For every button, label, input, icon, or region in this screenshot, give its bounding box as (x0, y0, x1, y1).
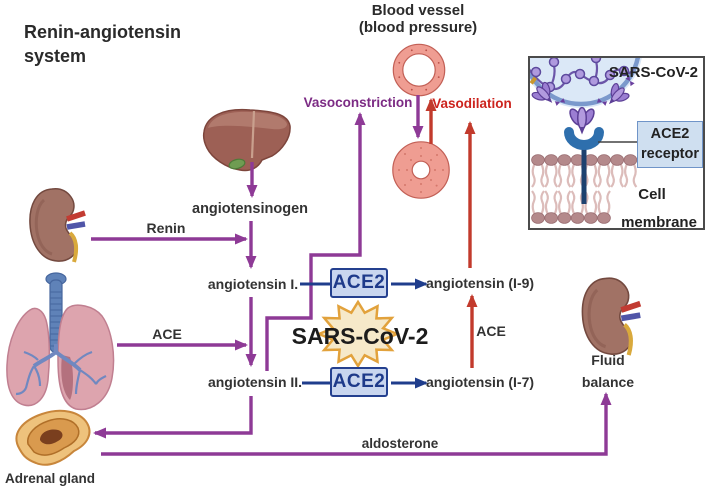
angiotensin-1-9-label: angiotensin (I-9) (425, 275, 535, 291)
ace2-receptor-label: ACE2 receptor (637, 121, 703, 168)
aldosterone-label: aldosterone (361, 436, 439, 451)
fluid-balance-label: Fluid balance (582, 350, 634, 393)
blood-vessel-constricted (392, 141, 450, 199)
sars-cov-2-label: SARS-CoV-2 (291, 323, 429, 349)
cell-membrane-label-line2: membrane (621, 214, 697, 230)
angiotensin-1-7-label: angiotensin (I-7) (425, 374, 535, 390)
inset-sars-cov-2-label: SARS-CoV-2 (608, 64, 698, 81)
lungs-illustration (6, 272, 115, 411)
vasoconstriction-label: Vasoconstriction (303, 95, 413, 110)
diagram-title: Renin-angiotensin system (24, 22, 181, 67)
angiotensin-ii-label: angiotensin II. (207, 374, 303, 390)
kidney-right-illustration (582, 278, 640, 355)
kidney-left-illustration (30, 189, 85, 262)
ace2-conversion-lines (300, 278, 428, 389)
blood-vessel-label: Blood vessel (blood pressure) (358, 2, 478, 36)
ace2-receptor-label-line1: ACE2 (650, 125, 690, 142)
blood-vessel-dilated (392, 43, 446, 97)
ace-lung-label: ACE (152, 326, 182, 342)
liver-illustration (202, 108, 291, 172)
cell-membrane-label-line1: Cell (638, 186, 666, 203)
fluid-balance-line2: balance (581, 373, 635, 390)
virus-illustration (530, 58, 642, 136)
angiotensinogen-label: angiotensinogen (192, 201, 308, 217)
ace2-receptor-illustration (564, 127, 637, 204)
blood-vessel-label-line2: (blood pressure) (358, 18, 478, 36)
fluid-balance-line1: Fluid (591, 352, 625, 368)
purple-pathway-arrows (91, 95, 612, 456)
renin-label: Renin (146, 220, 186, 236)
angiotensin-i-label: angiotensin I. (207, 276, 299, 292)
inset-panel: SARS-CoV-2 ACE2 receptor Cell membrane (528, 56, 705, 230)
adrenal-gland-label: Adrenal gland (4, 471, 96, 486)
adrenal-gland-illustration (15, 409, 91, 466)
ace2-box-upper: ACE2 (330, 268, 388, 298)
ace-right-label: ACE (476, 323, 506, 339)
ace2-box-lower: ACE2 (330, 367, 388, 397)
blood-vessel-label-line1: Blood vessel (371, 2, 465, 19)
vasodilation-label: Vasodilation (432, 96, 512, 111)
sars-cov-2-starburst (315, 299, 401, 369)
inset-artwork (530, 58, 642, 225)
ace2-receptor-label-line2: receptor (640, 145, 700, 162)
red-pathway-arrows (425, 98, 478, 368)
